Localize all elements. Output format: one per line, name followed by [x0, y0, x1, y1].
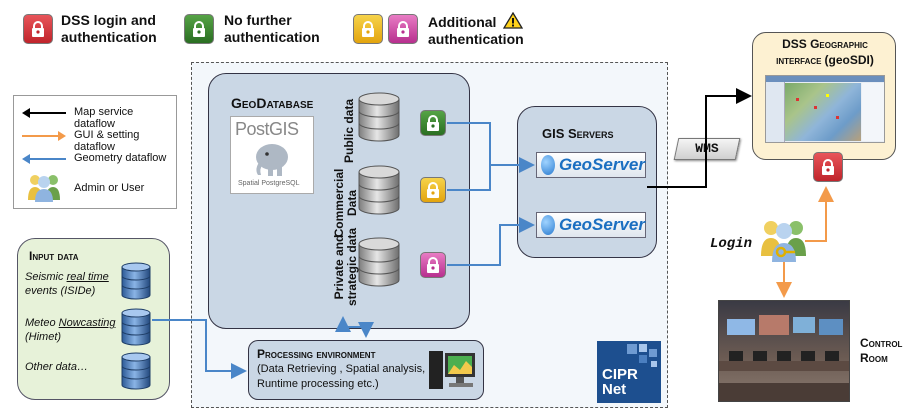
legend-no-further-line2: authentication	[224, 29, 320, 45]
legend-additional-line2: authentication	[428, 31, 524, 47]
webgis-screenshot	[765, 75, 885, 143]
public-lock-icon	[420, 110, 446, 136]
blue-arrow-icon	[22, 154, 66, 164]
legend-additional: Additional authentication	[428, 11, 524, 48]
meteo-label: Meteo Nowcasting (Himet)	[25, 317, 116, 343]
red-lock-icon	[23, 14, 53, 44]
geoserver-1-label: GeoServer	[559, 155, 645, 174]
postgis-subtitle: Spatial PostgreSQL	[238, 180, 300, 187]
geodatabase-title: GeoDatabase	[231, 95, 314, 111]
legend-dss-login-line1: DSS login and	[61, 12, 156, 28]
pink-lock-icon	[388, 14, 418, 44]
processing-line1: (Data Retrieving , Spatial analysis,	[257, 363, 426, 375]
public-data-label: Public data	[342, 99, 356, 164]
wms-label: WMS	[695, 141, 719, 156]
workstation-icon	[429, 351, 475, 389]
legend-no-further-line1: No further	[224, 12, 292, 28]
dataflow-legend: Map service dataflow GUI & setting dataf…	[13, 95, 177, 209]
warning-icon	[503, 11, 524, 29]
private-lock-icon	[420, 252, 446, 278]
legend-additional-line1: Additional	[428, 14, 497, 30]
yellow-lock-icon	[353, 14, 383, 44]
legend-dss-login-line2: authentication	[61, 29, 157, 45]
dss-geographic-interface-box: DSS Geographic interface (geoSDI)	[752, 32, 896, 160]
wms-badge: WMS	[673, 138, 741, 160]
legend-no-further: No further authentication	[224, 12, 320, 46]
globe-icon	[541, 155, 555, 175]
commercial-database-icon	[358, 165, 400, 215]
seismic-database-icon	[121, 262, 151, 300]
legend-geometry: Geometry dataflow	[74, 152, 167, 164]
processing-title: Processing environment	[257, 347, 376, 361]
legend-map-service: Map service dataflow	[74, 106, 134, 130]
geoserver-1: GeoServer	[536, 152, 646, 178]
orange-arrow-icon	[22, 131, 66, 141]
login-label: Login	[710, 236, 753, 252]
dss-lock-icon	[813, 152, 843, 182]
processing-environment-box: Processing environment (Data Retrieving …	[248, 340, 484, 400]
other-data-label: Other data…	[25, 361, 88, 373]
seismic-label: Seismic real time events (ISIDe)	[25, 271, 109, 297]
private-database-icon	[358, 237, 400, 287]
legend-dss-login: DSS login and authentication	[61, 12, 157, 46]
geoserver-2: GeoServer	[536, 212, 646, 238]
login-users-icon	[761, 221, 806, 262]
gis-servers-title: GIS Servers	[542, 126, 614, 141]
green-lock-icon	[184, 14, 214, 44]
input-data-title: Input data	[29, 249, 79, 263]
processing-line2: Runtime processing etc.)	[257, 378, 379, 390]
postgis-label: PostGIS	[235, 119, 299, 139]
commercial-lock-icon	[420, 177, 446, 203]
dss-geo-title: DSS Geographic interface (geoSDI)	[776, 37, 874, 67]
meteo-database-icon	[121, 308, 151, 346]
legend-admin-user: Admin or User	[74, 182, 145, 194]
elephant-icon	[256, 144, 288, 176]
geoserver-2-label: GeoServer	[559, 215, 645, 234]
legend-gui-setting: GUI & setting dataflow	[74, 129, 140, 153]
globe-icon	[541, 215, 555, 235]
control-room-photo	[718, 300, 850, 402]
public-database-icon	[358, 92, 400, 142]
postgis-logo: PostGIS Spatial PostgreSQL	[230, 116, 314, 194]
users-icon	[28, 175, 60, 202]
black-arrow-icon	[22, 108, 66, 118]
other-database-icon	[121, 352, 151, 390]
